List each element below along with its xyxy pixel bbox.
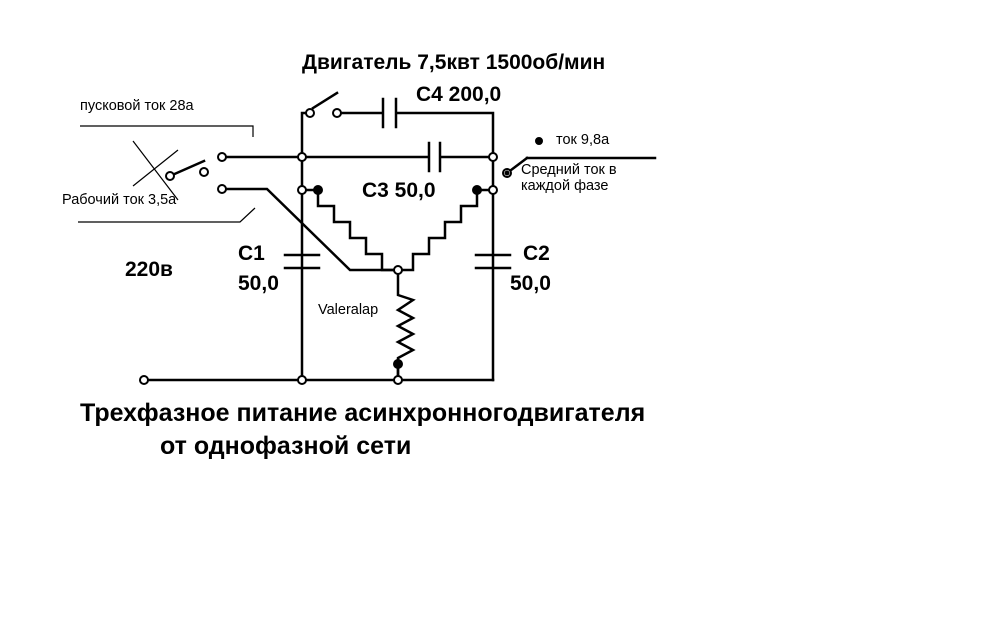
current-phase-label: ток 9,8а [556,132,610,148]
winding-left [300,188,400,272]
c2-name: C2 [523,242,550,265]
caption-line2: от однофазной сети [160,432,412,460]
node [217,152,227,162]
junction-dot [313,185,323,195]
c1-name: C1 [238,242,265,265]
switch-cross-b [132,149,179,187]
node [297,375,307,385]
node [165,171,175,181]
run-current-leader [78,207,256,223]
c3-label: C3 50,0 [362,179,436,202]
node [393,375,403,385]
node [488,152,498,162]
input-diagonal [220,187,400,272]
voltage-label: 220в [125,258,173,281]
c1-value: 50,0 [238,272,279,295]
nodes [139,108,543,385]
c2-value: 50,0 [510,272,551,295]
junction-dot [393,359,403,369]
c4-wire-right [395,111,495,382]
caption-line1: Трехфазное питание асинхронногодвигателя [80,399,646,427]
bullet-dot [535,137,543,145]
c4-label: C4 200,0 [416,83,502,106]
start-current-label: пусковой ток 28а [80,98,194,114]
annotation-lines [78,125,256,223]
switch-cross-a [132,140,179,201]
node [217,184,227,194]
node [297,152,307,162]
winding-bottom [395,268,416,382]
author-label: Valeralap [318,302,379,318]
motor-label: Двигатель 7,5квт 1500об/мин [302,51,606,74]
winding-right [396,188,495,272]
node [139,375,149,385]
node [297,185,307,195]
node [488,185,498,195]
node [199,167,209,177]
wiring [142,91,657,382]
node [332,108,342,118]
start-current-leader [80,125,254,137]
avg-current-line2: каждой фазе [521,178,609,194]
c4-switch-blade [311,91,339,110]
bullet-dot [504,170,510,176]
main-switch-blade [168,159,206,178]
node [393,265,403,275]
junction-dot [472,185,482,195]
avg-current-line1: Средний ток в [521,162,617,178]
run-current-label: Рабочий ток 3,5а [62,192,177,208]
node [305,108,315,118]
